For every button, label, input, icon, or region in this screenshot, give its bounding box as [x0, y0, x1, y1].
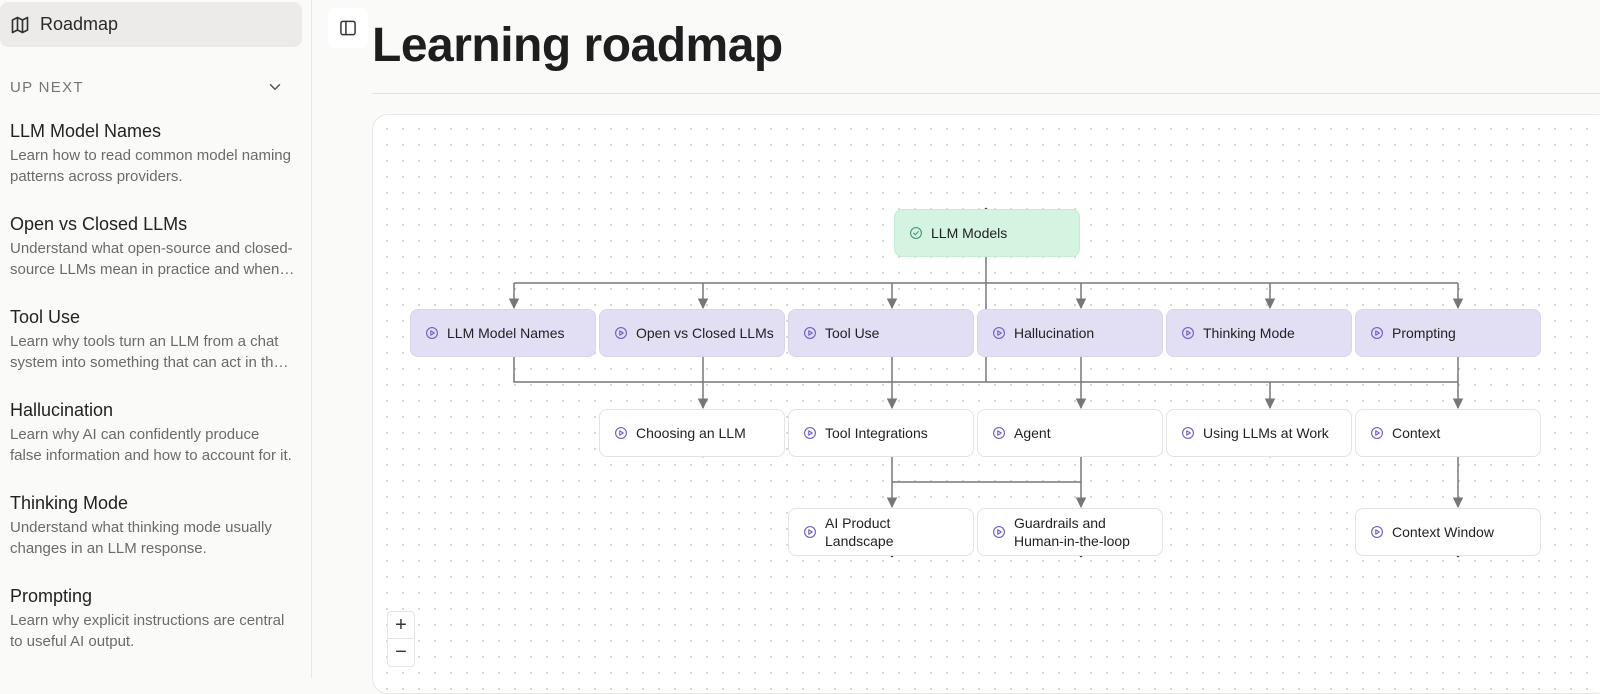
node-label: Agent — [1014, 425, 1051, 441]
up-next-title: UP NEXT — [10, 78, 84, 96]
up-next-item-desc: Learn how to read common model naming pa… — [10, 147, 291, 185]
check-circle-icon — [909, 226, 923, 240]
zoom-out-button[interactable]: − — [395, 641, 407, 663]
up-next-item-desc: Understand what open-source and closed-s… — [10, 240, 293, 278]
play-circle-icon — [992, 426, 1006, 440]
play-circle-icon — [425, 326, 439, 340]
sidebar-toggle-icon — [338, 18, 358, 38]
roadmap-node[interactable]: Hallucination — [977, 309, 1163, 357]
sidebar-item-roadmap[interactable]: Roadmap — [0, 2, 302, 47]
sidebar: Roadmap UP NEXT LLM Model Names Learn ho… — [0, 0, 312, 678]
up-next-item-title: Prompting — [10, 586, 93, 606]
node-label: Hallucination — [1014, 325, 1095, 341]
play-circle-icon — [1370, 326, 1384, 340]
play-circle-icon — [1370, 426, 1384, 440]
roadmap-node[interactable]: Tool Integrations — [788, 409, 974, 457]
play-circle-icon — [803, 426, 817, 440]
node-label: Choosing an LLM — [636, 425, 746, 441]
node-label: Context — [1392, 425, 1441, 441]
zoom-in-button[interactable]: + — [388, 612, 414, 639]
node-label: LLM Model Names — [447, 325, 565, 341]
roadmap-node[interactable]: LLM Model Names — [410, 309, 596, 357]
roadmap-node-llm-models[interactable]: LLM Models — [894, 209, 1080, 257]
up-next-list: LLM Model Names Learn how to read common… — [10, 120, 295, 678]
play-circle-icon — [992, 326, 1006, 340]
up-next-toggle[interactable]: UP NEXT — [10, 76, 284, 98]
play-circle-icon — [992, 525, 1006, 539]
up-next-item-desc: Learn why explicit instructions are cent… — [10, 612, 285, 650]
up-next-item[interactable]: Hallucination Learn why AI can confident… — [10, 399, 295, 492]
play-circle-icon — [1181, 326, 1195, 340]
roadmap-node[interactable]: Agent — [977, 409, 1163, 457]
node-label: Using LLMs at Work — [1203, 425, 1329, 441]
graph-edges — [508, 207, 1464, 558]
sidebar-toggle-button[interactable] — [328, 8, 368, 48]
play-circle-icon — [803, 326, 817, 340]
play-circle-icon — [1181, 426, 1195, 440]
up-next-item[interactable]: Thinking Mode Understand what thinking m… — [10, 492, 295, 585]
node-label: Context Window — [1392, 524, 1494, 540]
page-title: Learning roadmap — [372, 19, 783, 72]
node-label: Tool Use — [825, 325, 880, 341]
roadmap-node[interactable]: Open vs Closed LLMs — [599, 309, 785, 357]
up-next-item[interactable]: Tool Use Learn why tools turn an LLM fro… — [10, 306, 295, 399]
title-divider — [372, 93, 1600, 94]
up-next-item-desc: Learn why AI can confidently produce fal… — [10, 426, 292, 464]
map-icon — [10, 15, 30, 35]
node-label: Prompting — [1392, 325, 1456, 341]
roadmap-node[interactable]: Context Window — [1355, 508, 1541, 556]
play-circle-icon — [614, 326, 628, 340]
roadmap-node[interactable]: Tool Use — [788, 309, 974, 357]
roadmap-node[interactable]: Prompting — [1355, 309, 1541, 357]
roadmap-node[interactable]: AI Product Landscape — [788, 508, 974, 556]
chevron-down-icon — [266, 78, 284, 96]
play-circle-icon — [1370, 525, 1384, 539]
roadmap-node[interactable]: Guardrails and Human-in-the-loop — [977, 508, 1163, 556]
up-next-item-title: Open vs Closed LLMs — [10, 214, 188, 234]
roadmap-node[interactable]: Using LLMs at Work — [1166, 409, 1352, 457]
up-next-item-title: LLM Model Names — [10, 121, 162, 141]
node-label: LLM Models — [931, 225, 1008, 241]
zoom-controls: + − — [387, 611, 415, 667]
up-next-item-title: Thinking Mode — [10, 493, 129, 513]
roadmap-node[interactable]: Choosing an LLM — [599, 409, 785, 457]
node-label: Guardrails and Human-in-the-loop — [1014, 515, 1130, 549]
play-circle-icon — [803, 525, 817, 539]
roadmap-canvas[interactable]: LLM Models LLM Model Names Open vs Close… — [372, 114, 1600, 694]
node-label: AI Product Landscape — [825, 515, 894, 549]
up-next-item-desc: Understand what thinking mode usually ch… — [10, 519, 272, 557]
node-label: Thinking Mode — [1203, 325, 1295, 341]
up-next-item-desc: Learn why tools turn an LLM from a chat … — [10, 333, 282, 371]
roadmap-node[interactable]: Thinking Mode — [1166, 309, 1352, 357]
play-circle-icon — [614, 426, 628, 440]
up-next-item[interactable]: Open vs Closed LLMs Understand what open… — [10, 213, 295, 306]
up-next-item-title: Hallucination — [10, 400, 114, 420]
node-label: Open vs Closed LLMs — [636, 325, 774, 341]
up-next-item[interactable]: LLM Model Names Learn how to read common… — [10, 120, 295, 213]
up-next-item-title: Tool Use — [10, 307, 81, 327]
roadmap-node[interactable]: Context — [1355, 409, 1541, 457]
sidebar-item-label: Roadmap — [40, 14, 119, 34]
up-next-item[interactable]: Prompting Learn why explicit instruction… — [10, 585, 295, 678]
node-label: Tool Integrations — [825, 425, 928, 441]
